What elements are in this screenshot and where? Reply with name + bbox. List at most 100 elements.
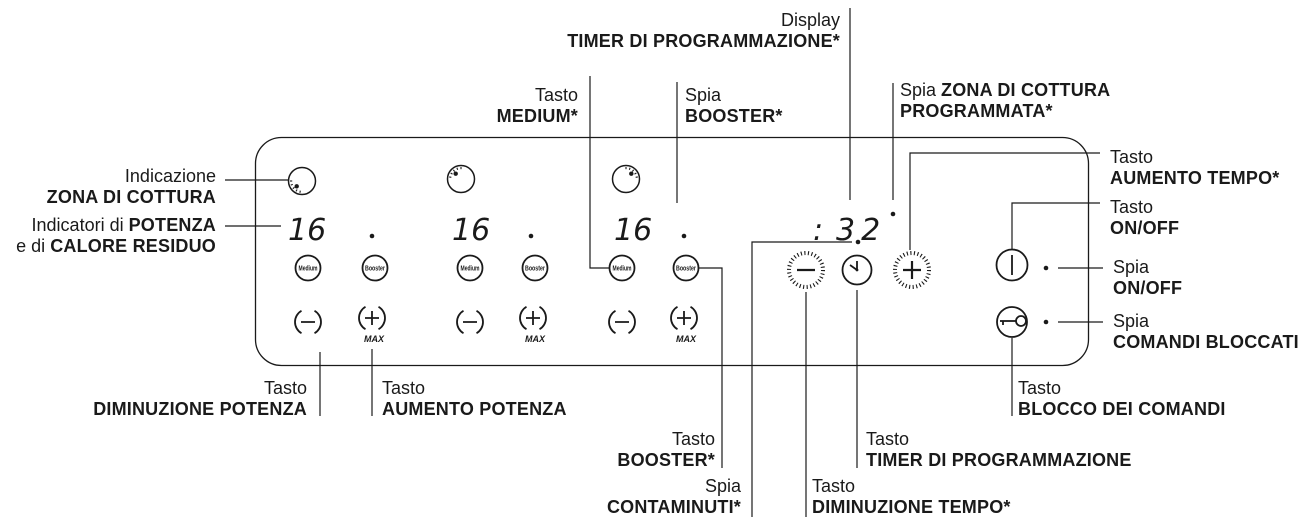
zone-3-medium-button: Medium	[608, 254, 636, 282]
zone-2-booster-text: Booster	[525, 266, 545, 273]
label-power-indicators-line1-normal: Indicatori di	[31, 215, 129, 235]
label-onoff-light-line2: ON/OFF	[1113, 278, 1183, 298]
cooking-zone-2-icon	[446, 164, 476, 194]
programmed-zone-light	[890, 211, 896, 217]
timer-display-value: 32	[836, 213, 886, 248]
zone-2-minus-icon	[456, 309, 484, 335]
label-time-decrease-key-line2: DIMINUZIONE TEMPO*	[812, 497, 1011, 517]
label-medium-key: Tasto MEDIUM*	[497, 85, 578, 127]
label-timer-key: Tasto TIMER DI PROGRAMMAZIONE	[866, 429, 1132, 471]
zone-3-booster-text: Booster	[676, 266, 696, 273]
zone-1-controls: 16 Medium Booster MAX	[287, 166, 389, 344]
label-programmed-zone-light-line1-bold: ZONA DI COTTURA	[941, 80, 1111, 100]
minute-minder-light	[855, 239, 861, 245]
label-power-decrease-key-line1: Tasto	[263, 378, 307, 398]
label-time-decrease-key-line1: Tasto	[812, 476, 856, 496]
zone-1-minus-icon	[294, 309, 322, 335]
label-timer-display-line2: TIMER DI PROGRAMMAZIONE*	[567, 31, 840, 51]
zone-2-plus-icon	[519, 305, 547, 331]
label-lock-key-line2: BLOCCO DEI COMANDI	[1018, 399, 1226, 419]
label-power-increase-key-line1: Tasto	[382, 378, 426, 398]
zone-3-max-text: MAX	[676, 334, 697, 344]
label-timer-key-line1: Tasto	[866, 429, 910, 449]
label-power-indicators-line1: Indicatori di POTENZA	[16, 215, 216, 236]
label-zone-indicator: Indicazione ZONA DI COTTURA	[47, 166, 216, 208]
label-lock-light-line2: COMANDI BLOCCATI	[1113, 332, 1299, 352]
label-power-indicators-line2-normal: e di	[16, 236, 51, 256]
label-power-indicators-line2: e di CALORE RESIDUO	[16, 236, 216, 257]
zone-2-booster-button: Booster	[521, 254, 549, 282]
label-zone-indicator-line1: Indicazione	[124, 166, 216, 186]
lock-key-icon	[996, 306, 1028, 338]
label-minute-minder-light-line2: CONTAMINUTI*	[606, 497, 741, 517]
label-timer-display: Display TIMER DI PROGRAMMAZIONE*	[567, 10, 840, 52]
leader-medium-key	[589, 76, 609, 269]
label-power-decrease-key: Tasto DIMINUZIONE POTENZA	[93, 378, 307, 420]
leader-booster-key	[699, 267, 723, 468]
leader-minute-minder-light	[751, 241, 852, 517]
label-power-indicators-line2-bold: CALORE RESIDUO	[50, 236, 216, 256]
label-power-increase-key-line2: AUMENTO POTENZA	[382, 399, 567, 419]
label-power-indicators: Indicatori di POTENZA e di CALORE RESIDU…	[16, 215, 216, 257]
zone-2-medium-text: Medium	[461, 266, 480, 273]
zone-3-controls: 16 Medium Booster MAX	[608, 164, 700, 344]
zone-2-medium-button: Medium	[456, 254, 484, 282]
leader-onoff-key	[1011, 202, 1100, 249]
label-booster-light-line1: Spia	[685, 85, 722, 105]
label-lock-light: Spia COMANDI BLOCCATI	[1113, 311, 1299, 353]
label-power-increase-key: Tasto AUMENTO POTENZA	[382, 378, 567, 420]
label-onoff-key-line1: Tasto	[1110, 197, 1154, 217]
label-booster-light-line2: BOOSTER*	[685, 106, 783, 126]
label-programmed-zone-light-line2: PROGRAMMATA*	[900, 101, 1053, 121]
label-timer-key-line2: TIMER DI PROGRAMMAZIONE	[866, 450, 1132, 470]
label-lock-key: Tasto BLOCCO DEI COMANDI	[1018, 378, 1226, 420]
onoff-power-icon	[995, 248, 1029, 282]
zone-1-medium-text: Medium	[299, 266, 318, 273]
timer-clock-icon	[841, 254, 873, 286]
zone-3-plus-icon	[670, 305, 698, 331]
label-booster-key: Tasto BOOSTER*	[617, 429, 715, 471]
label-lock-light-line1: Spia	[1113, 311, 1150, 331]
cooktop-panel	[254, 136, 1090, 367]
zone-1-max-text: MAX	[364, 334, 385, 344]
label-onoff-key: Tasto ON/OFF	[1110, 197, 1179, 239]
label-onoff-key-line2: ON/OFF	[1110, 218, 1180, 238]
label-programmed-zone-light: Spia ZONA DI COTTURA PROGRAMMATA*	[900, 80, 1110, 122]
label-onoff-light: Spia ON/OFF	[1113, 257, 1182, 299]
cooking-zone-1-icon	[287, 166, 317, 196]
zone-3-minus-icon	[608, 309, 636, 335]
label-time-increase-key-line1: Tasto	[1110, 147, 1154, 167]
label-medium-key-line2: MEDIUM*	[496, 106, 578, 126]
zone-3-medium-text: Medium	[613, 266, 632, 273]
time-increase-plus-icon	[893, 251, 931, 289]
zone-1-medium-button: Medium	[294, 254, 322, 282]
zone-1-booster-button: Booster	[361, 254, 389, 282]
label-time-decrease-key: Tasto DIMINUZIONE TEMPO*	[812, 476, 1011, 518]
lock-light	[1043, 319, 1049, 325]
onoff-light	[1043, 265, 1049, 271]
label-time-increase-key: Tasto AUMENTO TEMPO*	[1110, 147, 1279, 189]
zone-2-booster-light	[528, 233, 534, 239]
leader-time-increase-key	[909, 152, 1100, 250]
label-lock-key-line1: Tasto	[1018, 378, 1062, 398]
label-power-indicators-line1-bold: POTENZA	[128, 215, 216, 235]
zone-2-controls: 16 Medium Booster MAX	[446, 164, 549, 344]
label-programmed-zone-light-line1: Spia ZONA DI COTTURA	[900, 80, 1110, 101]
zone-1-booster-text: Booster	[365, 266, 385, 273]
label-booster-key-line1: Tasto	[671, 429, 715, 449]
label-timer-display-line1: Display	[780, 10, 840, 30]
zone-2-power-display: 16	[452, 213, 490, 248]
timer-controls: : 32	[787, 211, 931, 289]
label-booster-key-line2: BOOSTER*	[617, 450, 715, 470]
timer-display-separator: :	[813, 213, 823, 248]
label-time-increase-key-line2: AUMENTO TEMPO*	[1110, 168, 1280, 188]
zone-3-booster-button: Booster	[672, 254, 700, 282]
label-minute-minder-light: Spia CONTAMINUTI*	[607, 476, 741, 518]
label-booster-light: Spia BOOSTER*	[685, 85, 783, 127]
zone-3-booster-light	[681, 233, 687, 239]
zone-3-power-display: 16	[614, 213, 652, 248]
label-minute-minder-light-line1: Spia	[704, 476, 741, 496]
label-onoff-light-line1: Spia	[1113, 257, 1150, 277]
zone-1-plus-icon	[358, 305, 386, 331]
